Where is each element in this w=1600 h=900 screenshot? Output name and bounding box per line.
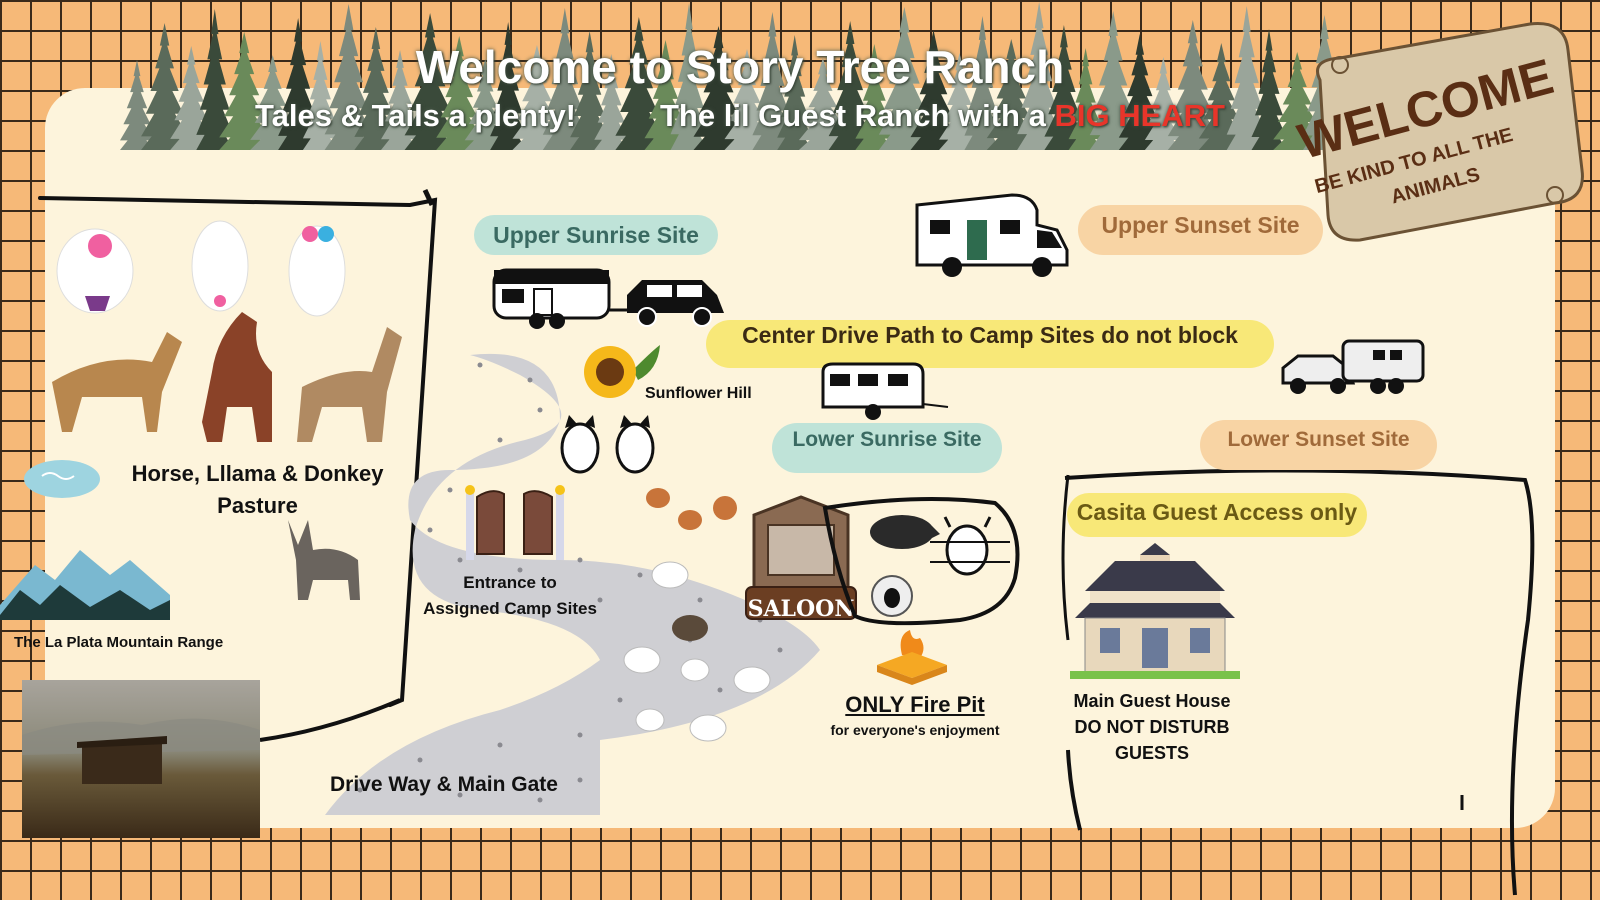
guest-house-line3: GUESTS xyxy=(1114,743,1189,763)
sheep-icon xyxy=(871,575,913,617)
pasture-line2: Pasture xyxy=(217,493,298,518)
gravel-dot xyxy=(357,787,363,793)
scroll-sign-icon xyxy=(1316,22,1584,242)
pine-tree xyxy=(777,35,813,150)
entrance-line2: Assigned Camp Sites xyxy=(423,599,597,618)
fire-pit-subtitle: for everyone's enjoyment xyxy=(830,722,1000,738)
water-pond-icon xyxy=(24,460,100,498)
gravel-dot xyxy=(457,557,463,563)
pine-tree xyxy=(964,16,1001,150)
cats-icon xyxy=(560,415,655,474)
center-drive-label: Center Drive Path to Camp Sites do not b… xyxy=(706,320,1274,368)
gravel-dot xyxy=(777,647,783,653)
pine-tree xyxy=(120,60,154,150)
gravel-dot xyxy=(577,557,583,563)
gravel-dot xyxy=(537,407,543,413)
gravel-dot xyxy=(577,777,583,783)
entrance-label: Entrance to Assigned Camp Sites xyxy=(410,570,610,622)
landscape-photo xyxy=(22,680,260,838)
gravel-dot xyxy=(497,742,503,748)
pasture-line1: Horse, Lllama & Donkey xyxy=(131,461,384,486)
pine-tree xyxy=(670,3,708,150)
gravel-dot xyxy=(477,362,483,368)
gravel-dot xyxy=(717,687,723,693)
gravel-dot xyxy=(447,487,453,493)
ducks-icon xyxy=(623,561,771,742)
lower-sunset-site-label: Lower Sunset Site xyxy=(1200,420,1437,470)
gravel-dot xyxy=(417,757,423,763)
map-title: Welcome to Story Tree Ranch xyxy=(415,41,1065,93)
gravel-dot xyxy=(537,797,543,803)
truck-and-trailer-icon xyxy=(1281,339,1425,394)
donkey-icon xyxy=(288,520,360,600)
guest-house-icon xyxy=(1070,543,1240,679)
welcome-sign: WELCOME BE KIND TO ALL THE ANIMALS xyxy=(1292,20,1585,242)
tagline-right-main: The lil Guest Ranch with a xyxy=(660,98,1046,133)
gravel-dot xyxy=(697,597,703,603)
llamas-icon xyxy=(56,220,346,317)
gravel-dot xyxy=(527,377,533,383)
mountain-range-label: The La Plata Mountain Range xyxy=(14,634,224,651)
tagline-left: Tales & Tails a plenty! xyxy=(255,98,577,133)
forest-treeline xyxy=(120,2,1346,150)
travel-trailer-icon xyxy=(492,268,724,329)
pine-tree xyxy=(855,44,894,150)
guest-house-line2: DO NOT DISTURB xyxy=(1074,717,1230,737)
saloon-icon xyxy=(745,495,857,620)
casita-guest-access-label: Casita Guest Access only xyxy=(1067,493,1367,537)
gravel-dot xyxy=(517,567,523,573)
gravel-dot xyxy=(577,732,583,738)
upper-sunset-site-label: Upper Sunset Site xyxy=(1078,205,1323,255)
lower-sunrise-site-label: Lower Sunrise Site xyxy=(772,423,1002,473)
path-gravel-dots xyxy=(357,362,783,803)
gravel-dot xyxy=(597,597,603,603)
gravel-dot xyxy=(497,437,503,443)
gravel-dot xyxy=(457,792,463,798)
pine-tree xyxy=(1068,48,1103,150)
saloon-label: SALOON xyxy=(747,596,855,622)
fire-pit-icon xyxy=(877,630,947,685)
sunflower-hill-label: Sunflower Hill xyxy=(645,385,752,402)
mountain-range-icon xyxy=(0,550,170,620)
gravel-dot xyxy=(617,697,623,703)
camper-trailer-icon xyxy=(821,362,949,420)
entrance-gate-icon xyxy=(465,485,565,560)
horses-icon xyxy=(52,312,402,442)
pine-tree xyxy=(1251,29,1287,150)
entrance-line1: Entrance to xyxy=(463,573,557,592)
guest-house-line1: Main Guest House xyxy=(1073,691,1231,711)
pine-tree xyxy=(302,41,338,150)
guest-house-label: Main Guest House DO NOT DISTURB GUESTS xyxy=(1042,688,1262,766)
goat-icon xyxy=(930,516,1010,576)
pine-tree xyxy=(594,54,629,150)
gravel-dot xyxy=(637,572,643,578)
sunflower-icon xyxy=(584,345,660,398)
pine-tree xyxy=(381,50,420,150)
pasture-label: Horse, Lllama & Donkey Pasture xyxy=(115,458,400,522)
driveway-label: Drive Way & Main Gate xyxy=(330,773,558,796)
pine-tree xyxy=(1144,57,1182,150)
upper-sunrise-site-label: Upper Sunrise Site xyxy=(474,215,718,255)
chickens-icon xyxy=(646,488,737,530)
motorhome-icon xyxy=(915,193,1069,277)
gravel-dot xyxy=(427,527,433,533)
tagline-right: The lil Guest Ranch with a BIG HEART xyxy=(660,98,1225,134)
barn-animals-enclosure xyxy=(822,497,1020,626)
pine-tree xyxy=(490,22,527,150)
tagline-highlight: BIG HEART xyxy=(1054,98,1225,133)
pig-icon xyxy=(870,515,940,549)
fire-pit-title: ONLY Fire Pit xyxy=(845,692,985,717)
pine-tree xyxy=(196,9,234,150)
